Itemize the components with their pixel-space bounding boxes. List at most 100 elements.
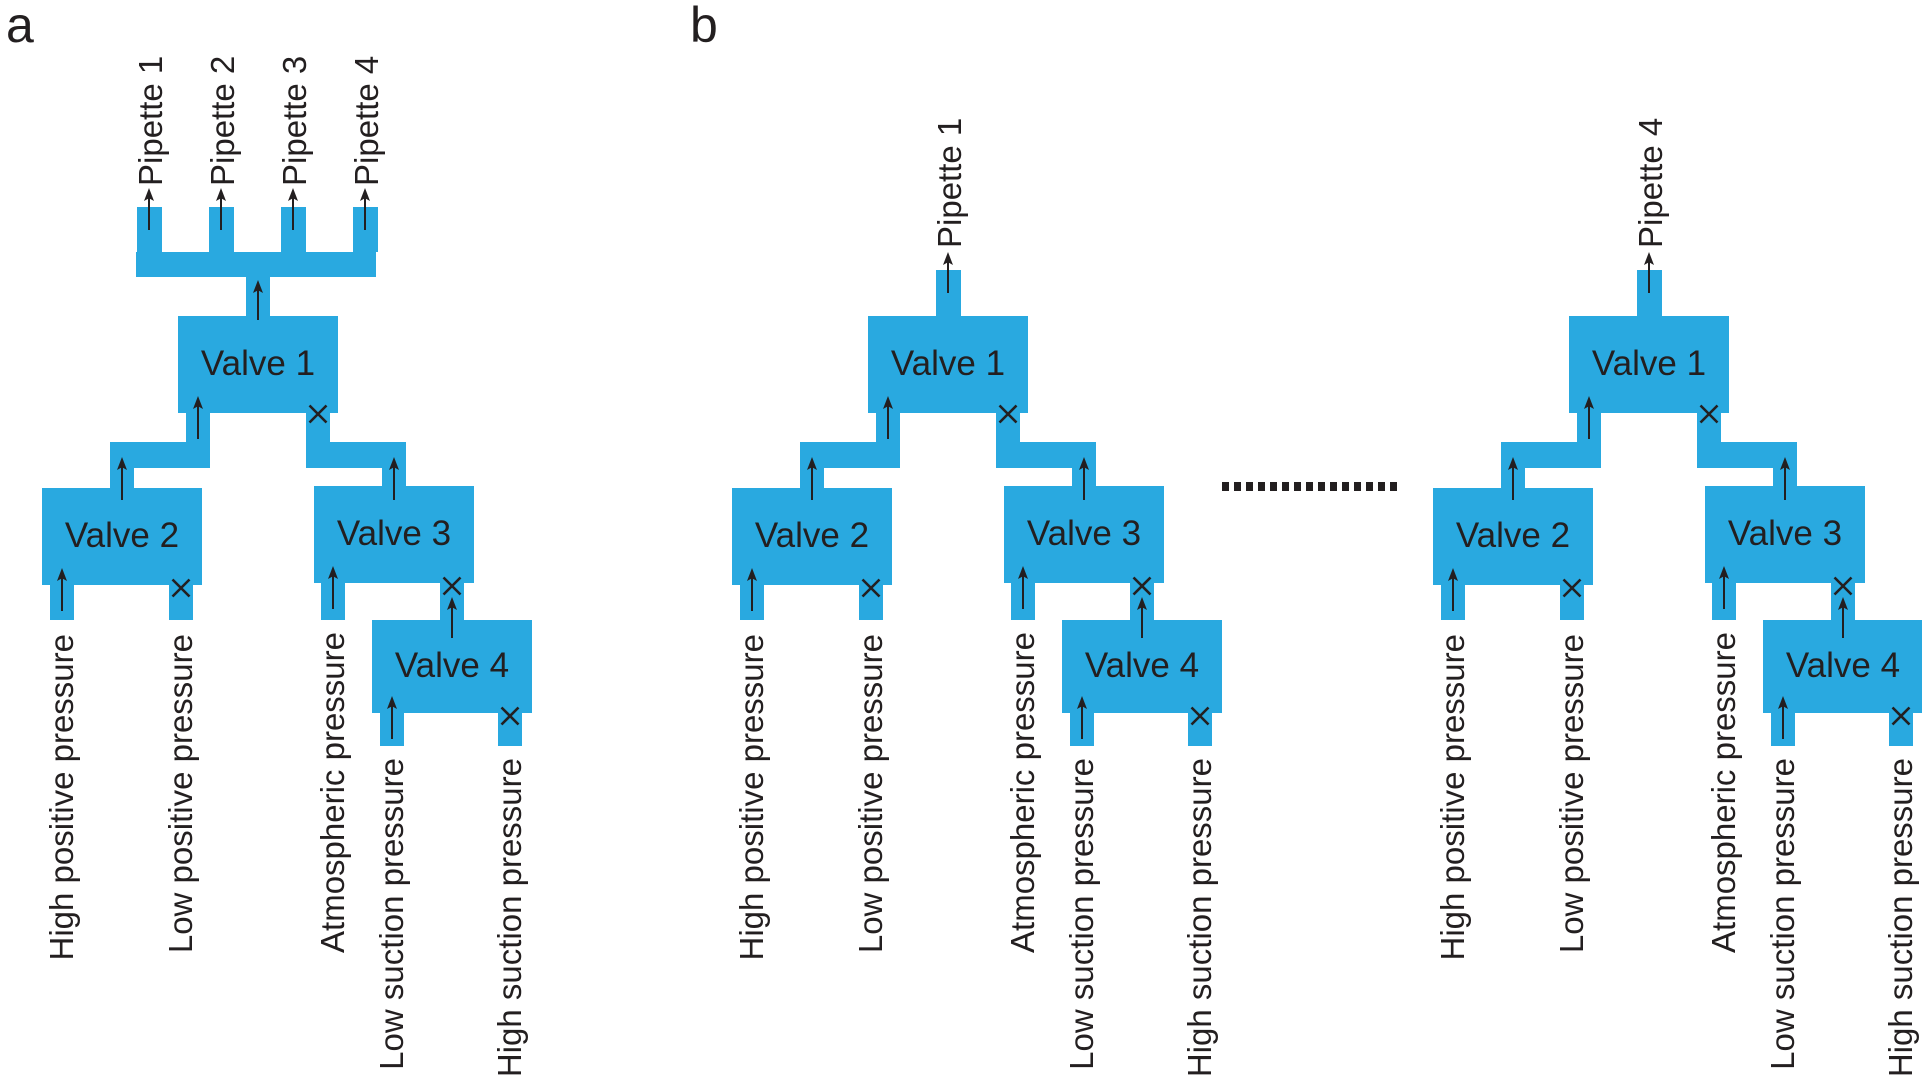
closed-x-icon xyxy=(1131,575,1153,597)
left-connector-bar xyxy=(110,442,210,468)
pressure-source-label: High suction pressure xyxy=(1882,758,1919,1078)
valve1-box xyxy=(868,316,1028,413)
up-arrow-icon xyxy=(1837,597,1849,638)
pressure-source-label: High positive pressure xyxy=(43,634,80,961)
panel-a-letter: a xyxy=(6,0,34,53)
closed-x-icon xyxy=(1832,575,1854,597)
valve2-box xyxy=(1433,488,1593,585)
pipette-label: Pipette 1 xyxy=(931,117,968,248)
up-arrow-icon xyxy=(192,396,204,439)
pressure-source-label: Low suction pressure xyxy=(1764,758,1801,1070)
valve-label: Valve 4 xyxy=(1785,646,1901,685)
pressure-source-label: Atmospheric pressure xyxy=(1004,632,1041,953)
valve-label: Valve 4 xyxy=(1084,646,1200,685)
pipette-label: Pipette 2 xyxy=(204,55,241,186)
valve4-right-port-stub xyxy=(498,713,522,746)
closed-x-icon xyxy=(441,575,463,597)
up-arrow-icon xyxy=(143,188,155,230)
valve1-box xyxy=(178,316,338,413)
valve1-right-port-stub xyxy=(1697,413,1721,447)
valve1-box xyxy=(1569,316,1729,413)
up-arrow-icon xyxy=(56,568,68,611)
left-connector-bar xyxy=(800,442,900,468)
valve2-box xyxy=(732,488,892,585)
valve-label: Valve 1 xyxy=(200,344,316,383)
pressure-source-label: Atmospheric pressure xyxy=(314,632,351,953)
up-arrow-icon xyxy=(1583,396,1595,439)
closed-x-icon xyxy=(997,403,1019,425)
up-arrow-icon xyxy=(1017,566,1029,609)
valve-label: Valve 3 xyxy=(1727,514,1843,553)
valve2-box xyxy=(42,488,202,585)
valve4-right-port-stub xyxy=(1188,713,1212,746)
up-arrow-icon xyxy=(882,396,894,439)
right-connector-bar xyxy=(306,442,406,468)
closed-x-icon xyxy=(1698,403,1720,425)
up-arrow-icon xyxy=(1507,457,1519,500)
valve-label: Valve 4 xyxy=(394,646,510,685)
valve-label: Valve 2 xyxy=(1455,516,1571,555)
valve2-right-port-stub xyxy=(859,585,883,620)
pipette-label: Pipette 4 xyxy=(1632,117,1669,248)
valve2-right-port-stub xyxy=(1560,585,1584,620)
valve3-box xyxy=(1004,486,1164,583)
pressure-source-label: High suction pressure xyxy=(491,758,528,1078)
up-arrow-icon xyxy=(252,280,264,320)
up-arrow-icon xyxy=(388,457,400,500)
closed-x-icon xyxy=(499,705,521,727)
up-arrow-icon xyxy=(1076,696,1088,739)
dotted-separator xyxy=(1222,482,1400,491)
pipette-label: Pipette 3 xyxy=(276,55,313,186)
closed-x-icon xyxy=(170,577,192,599)
up-arrow-icon xyxy=(327,566,339,609)
pressure-source-label: Low positive pressure xyxy=(852,634,889,954)
up-arrow-icon xyxy=(215,188,227,230)
pressure-source-label: High positive pressure xyxy=(733,634,770,961)
up-arrow-icon xyxy=(1136,597,1148,638)
pressure-source-label: Low positive pressure xyxy=(162,634,199,954)
up-arrow-icon xyxy=(287,188,299,230)
valve2-right-port-stub xyxy=(169,585,193,620)
up-arrow-icon xyxy=(1777,696,1789,739)
pressure-source-label: Low suction pressure xyxy=(1063,758,1100,1070)
closed-x-icon xyxy=(1561,577,1583,599)
up-arrow-icon xyxy=(1078,457,1090,500)
valve1-right-port-stub xyxy=(996,413,1020,447)
closed-x-icon xyxy=(1890,705,1912,727)
up-arrow-icon xyxy=(116,457,128,500)
right-connector-bar xyxy=(1697,442,1797,468)
valve4-right-port-stub xyxy=(1889,713,1913,746)
panel-b-letter: b xyxy=(690,0,718,53)
up-arrow-icon xyxy=(942,252,954,293)
valve-label: Valve 1 xyxy=(1591,344,1707,383)
up-arrow-icon xyxy=(806,457,818,500)
left-connector-bar xyxy=(1501,442,1601,468)
up-arrow-icon xyxy=(1718,566,1730,609)
up-arrow-icon xyxy=(746,568,758,611)
pressure-source-label: High suction pressure xyxy=(1181,758,1218,1078)
closed-x-icon xyxy=(1189,705,1211,727)
up-arrow-icon xyxy=(1643,252,1655,293)
valve-label: Valve 3 xyxy=(1026,514,1142,553)
valve-label: Valve 1 xyxy=(890,344,1006,383)
up-arrow-icon xyxy=(1779,457,1791,500)
manifold-bar xyxy=(136,252,376,277)
valve-label: Valve 2 xyxy=(64,516,180,555)
up-arrow-icon xyxy=(359,188,371,230)
pressure-source-label: Low positive pressure xyxy=(1553,634,1590,954)
closed-x-icon xyxy=(307,403,329,425)
right-connector-bar xyxy=(996,442,1096,468)
pipette-label: Pipette 4 xyxy=(348,55,385,186)
pressure-source-label: Low suction pressure xyxy=(373,758,410,1070)
valve3-box xyxy=(1705,486,1865,583)
pipette-label: Pipette 1 xyxy=(132,55,169,186)
valve-label: Valve 3 xyxy=(336,514,452,553)
up-arrow-icon xyxy=(1447,568,1459,611)
up-arrow-icon xyxy=(386,696,398,739)
valve1-right-port-stub xyxy=(306,413,330,447)
pressure-source-label: Atmospheric pressure xyxy=(1705,632,1742,953)
closed-x-icon xyxy=(860,577,882,599)
up-arrow-icon xyxy=(446,597,458,638)
valve3-box xyxy=(314,486,474,583)
